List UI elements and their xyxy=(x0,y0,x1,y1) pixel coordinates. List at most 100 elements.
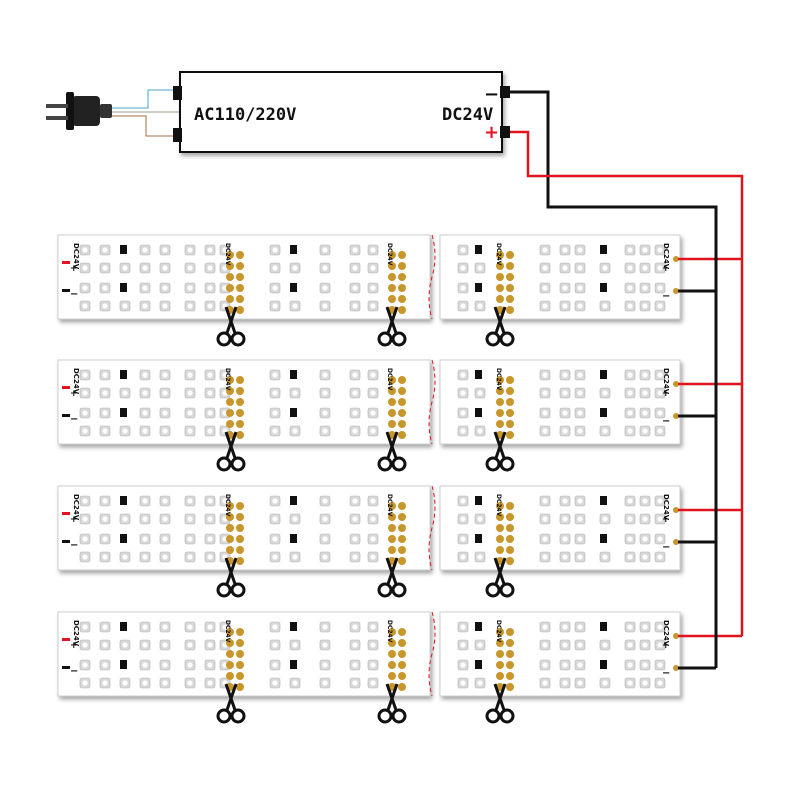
led-emitter xyxy=(82,247,88,253)
led-emitter xyxy=(642,554,648,560)
scissors-blade xyxy=(386,683,399,711)
copper-pad xyxy=(398,683,406,691)
copper-pad xyxy=(398,557,406,565)
led-emitter xyxy=(272,498,278,504)
led-emitter xyxy=(352,536,358,542)
led-emitter xyxy=(627,662,633,668)
cut-voltage-label: DC24V xyxy=(495,243,502,266)
led-emitter xyxy=(82,390,88,396)
ac-input-label: AC110/220V xyxy=(194,105,296,125)
led-emitter xyxy=(82,516,88,522)
resistor xyxy=(120,622,127,631)
scissors-handle xyxy=(391,456,407,472)
led-emitter xyxy=(460,498,466,504)
led-emitter xyxy=(142,498,148,504)
copper-pad xyxy=(226,398,234,406)
led-emitter xyxy=(122,265,128,271)
led-emitter xyxy=(102,516,108,522)
led-emitter xyxy=(292,390,298,396)
scissors-handle xyxy=(377,708,393,724)
led-emitter xyxy=(542,662,548,668)
led-emitter xyxy=(162,516,168,522)
led-emitter xyxy=(322,624,328,630)
copper-pad xyxy=(226,376,234,384)
scissors-icon xyxy=(377,306,407,347)
led-emitter xyxy=(142,247,148,253)
led-emitter xyxy=(657,285,663,291)
resistor xyxy=(290,370,297,379)
led-emitter xyxy=(207,662,213,668)
copper-pad xyxy=(226,295,234,303)
copper-pad xyxy=(236,262,244,270)
led-emitter xyxy=(627,410,633,416)
led-emitter xyxy=(102,372,108,378)
led-emitter xyxy=(460,642,466,648)
copper-pad xyxy=(388,262,396,270)
copper-pad xyxy=(226,672,234,680)
resistor xyxy=(120,283,127,292)
led-emitter xyxy=(542,624,548,630)
led-emitter xyxy=(102,390,108,396)
led-emitter xyxy=(542,642,548,648)
resistor xyxy=(475,283,482,292)
strip-minus-sign-right: − xyxy=(662,291,670,302)
led-emitter xyxy=(370,303,376,309)
copper-pad xyxy=(506,387,514,395)
copper-pad xyxy=(226,628,234,636)
led-emitter xyxy=(657,390,663,396)
led-emitter xyxy=(370,428,376,434)
led-emitter xyxy=(542,303,548,309)
strip-minus-stub xyxy=(62,414,70,417)
scissors-handle xyxy=(377,456,393,472)
led-emitter xyxy=(542,680,548,686)
copper-pad xyxy=(388,409,396,417)
led-emitter xyxy=(642,372,648,378)
led-emitter xyxy=(352,516,358,522)
led-emitter xyxy=(222,624,228,630)
led-emitter xyxy=(187,247,193,253)
led-emitter xyxy=(162,554,168,560)
copper-pad xyxy=(226,502,234,510)
led-emitter xyxy=(657,624,663,630)
led-emitter xyxy=(272,303,278,309)
scissors-handle xyxy=(230,582,246,598)
cut-voltage-label: DC24V xyxy=(386,620,393,643)
copper-pad xyxy=(236,557,244,565)
led-emitter xyxy=(102,642,108,648)
led-emitter xyxy=(322,303,328,309)
led-emitter xyxy=(352,303,358,309)
led-emitter xyxy=(352,642,358,648)
led-emitter xyxy=(460,247,466,253)
copper-pad xyxy=(506,251,514,259)
led-emitter xyxy=(122,390,128,396)
led-emitter xyxy=(207,516,213,522)
copper-pad xyxy=(226,262,234,270)
led-emitter xyxy=(542,498,548,504)
led-emitter xyxy=(627,680,633,686)
led-emitter xyxy=(460,372,466,378)
led-emitter xyxy=(352,390,358,396)
scissors-icon xyxy=(485,431,515,472)
led-emitter xyxy=(207,536,213,542)
copper-pad xyxy=(236,284,244,292)
led-emitter xyxy=(82,680,88,686)
led-emitter xyxy=(577,265,583,271)
led-emitter xyxy=(272,390,278,396)
copper-pad xyxy=(506,546,514,554)
led-emitter xyxy=(370,642,376,648)
led-emitter xyxy=(352,410,358,416)
copper-pad xyxy=(388,672,396,680)
copper-pad xyxy=(226,650,234,658)
led-emitter xyxy=(352,554,358,560)
copper-pad xyxy=(506,284,514,292)
resistor xyxy=(120,534,127,543)
led-emitter xyxy=(187,410,193,416)
copper-pad xyxy=(398,650,406,658)
led-emitter xyxy=(352,372,358,378)
led-emitter xyxy=(562,642,568,648)
led-emitter xyxy=(352,680,358,686)
led-emitter xyxy=(642,536,648,542)
led-emitter xyxy=(477,642,483,648)
